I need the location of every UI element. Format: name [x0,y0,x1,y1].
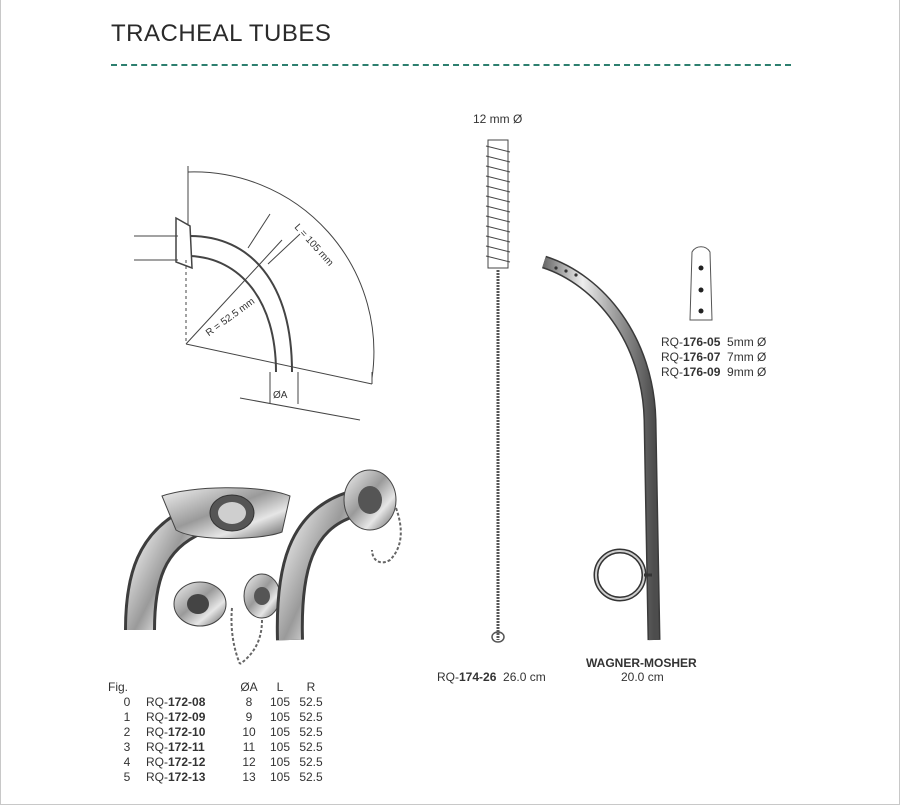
cell-a: 10 [242,725,256,739]
code-number: 172-10 [168,725,206,739]
header-fig: Fig. [108,680,129,694]
table-row: 1 RQ-172-09 9 105 52.5 [108,710,326,725]
cell-r: 52.5 [299,770,323,784]
wagner-variant-row: RQ-176-09 9mm Ø [661,365,766,379]
wagner-variant-row: RQ-176-07 7mm Ø [661,350,766,364]
cell-r: 52.5 [299,740,323,754]
cleaning-brush [485,139,511,643]
wagner-mosher-tube [541,255,661,641]
wagner-variant-row: RQ-176-05 5mm Ø [661,335,766,349]
header-a: ØA [240,680,258,694]
brush-code-number: 174-26 [459,670,497,684]
cell-code: RQ-172-13 [146,770,234,785]
page-title: TRACHEAL TUBES [111,20,332,47]
cell-r: 52.5 [299,755,323,769]
cell-fig: 3 [123,740,131,754]
variant-number: 176-05 [683,335,721,349]
variant-prefix: RQ- [661,350,683,364]
header-l: L [276,680,284,694]
header-r: R [306,680,316,694]
cell-r: 52.5 [299,725,323,739]
cell-code: RQ-172-11 [146,740,234,755]
cell-fig: 4 [123,755,131,769]
code-prefix: RQ- [146,695,168,709]
cell-code: RQ-172-12 [146,755,234,770]
table-header-row: Fig. ØA L R [108,680,326,695]
table-row: 2 RQ-172-10 10 105 52.5 [108,725,326,740]
cell-l: 105 [269,695,291,709]
variant-size: 7mm Ø [727,350,767,364]
tip-detail [689,246,713,321]
variant-number: 176-07 [683,350,721,364]
table-row: 4 RQ-172-12 12 105 52.5 [108,755,326,770]
code-number: 172-13 [168,770,206,784]
cell-a: 8 [245,695,253,709]
table-row: 0 RQ-172-08 8 105 52.5 [108,695,326,710]
table-row: 3 RQ-172-11 11 105 52.5 [108,740,326,755]
cell-a: 11 [242,740,256,754]
code-number: 172-12 [168,755,206,769]
cell-l: 105 [269,725,291,739]
code-number: 172-11 [168,740,205,754]
cell-a: 12 [242,755,256,769]
header-code [146,680,234,695]
cell-l: 105 [269,710,291,724]
code-prefix: RQ- [146,710,168,724]
wagner-length: 20.0 cm [621,670,664,684]
code-number: 172-09 [168,710,206,724]
wagner-name: WAGNER-MOSHER [586,656,697,670]
brush-code: RQ-174-26 26.0 cm [437,670,546,684]
tube-photo-right [275,469,402,641]
cell-r: 52.5 [299,695,323,709]
cell-a: 13 [242,770,256,784]
cell-a: 9 [245,710,253,724]
cell-code: RQ-172-09 [146,710,234,725]
code-prefix: RQ- [146,755,168,769]
brush-code-prefix: RQ- [437,670,459,684]
table-row: 5 RQ-172-13 13 105 52.5 [108,770,326,785]
code-prefix: RQ- [146,770,168,784]
variant-size: 9mm Ø [727,365,767,379]
code-prefix: RQ- [146,740,168,754]
cell-l: 105 [269,770,291,784]
cell-l: 105 [269,755,291,769]
variant-size: 5mm Ø [727,335,767,349]
code-prefix: RQ- [146,725,168,739]
cell-code: RQ-172-08 [146,695,234,710]
cell-l: 105 [269,740,291,754]
code-number: 172-08 [168,695,206,709]
cell-fig: 5 [123,770,131,784]
cell-fig: 2 [123,725,131,739]
variant-number: 176-09 [683,365,721,379]
title-divider [111,64,791,66]
cell-code: RQ-172-10 [146,725,234,740]
tube-photo-left [124,487,291,631]
cell-fig: 1 [123,710,131,724]
tube-parts-left [173,573,281,665]
variant-prefix: RQ- [661,365,683,379]
brush-length: 26.0 cm [503,670,546,684]
cell-fig: 0 [123,695,131,709]
variant-prefix: RQ- [661,335,683,349]
tracheal-tube-spec-table: Fig. ØA L R 0 RQ-172-08 8 105 52.5 1 RQ-… [108,680,326,785]
tube-technical-drawing [134,166,375,421]
cell-r: 52.5 [299,710,323,724]
diameter-dimension-label: ØA [273,390,288,401]
brush-diameter-label: 12 mm Ø [473,112,523,126]
